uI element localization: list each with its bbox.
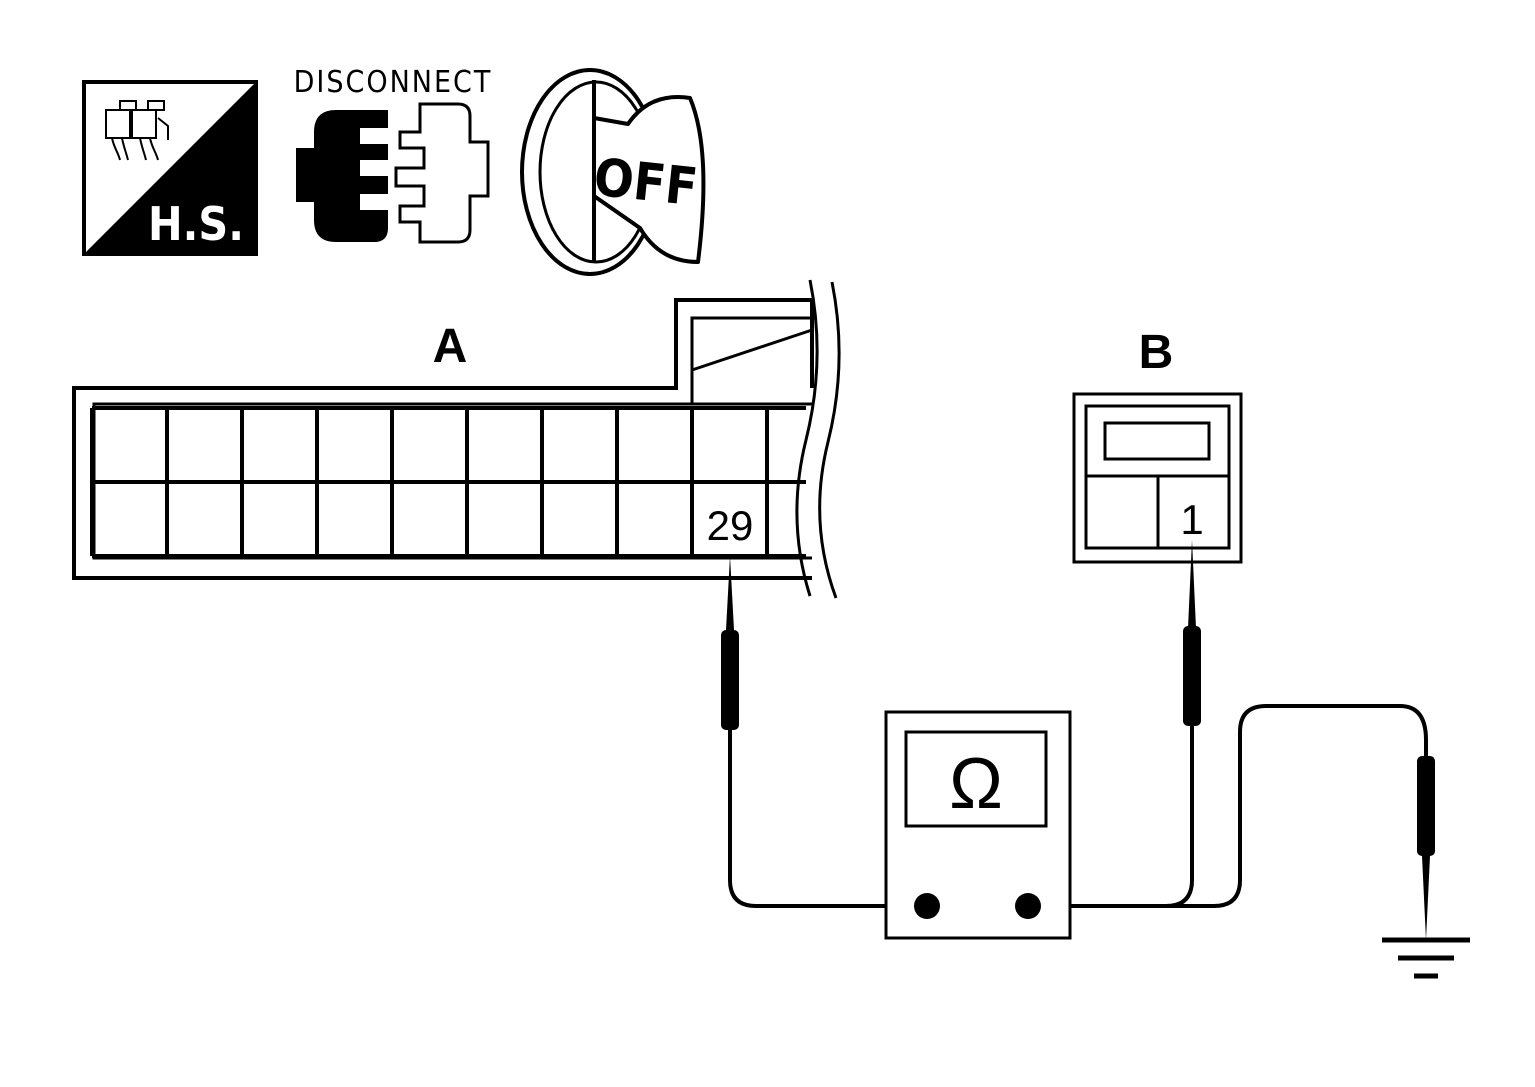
test-leads — [728, 704, 1428, 908]
disconnect-label: DISCONNECT — [294, 65, 493, 100]
probe-a — [721, 556, 739, 730]
ground-lead-wire — [1036, 704, 1428, 908]
terminal-29-label: 29 — [707, 502, 754, 549]
connector-b-label: B — [1139, 326, 1174, 379]
ohmmeter-icon: Ω — [884, 710, 1072, 940]
connector-a: A 29 — [72, 279, 1000, 600]
connector-a-label: A — [433, 320, 468, 373]
ground-probe — [1417, 756, 1435, 940]
ignition-key-off-icon: OFF — [520, 68, 706, 276]
hs-label: H.S. — [148, 197, 244, 251]
ground-icon — [1382, 937, 1470, 979]
harness-connector-icon: H.S. — [82, 80, 258, 256]
disconnect-connector-icon: DISCONNECT — [294, 65, 493, 244]
lead-a-wire — [728, 730, 920, 908]
probe-b — [1183, 540, 1201, 726]
ohm-symbol: Ω — [949, 744, 1003, 824]
terminal-1-label: 1 — [1180, 496, 1203, 543]
meter-terminal-left — [914, 893, 940, 919]
terminal-grid — [90, 406, 806, 558]
connector-b: B 1 — [1072, 326, 1243, 564]
meter-terminal-right — [1015, 893, 1041, 919]
off-label: OFF — [591, 148, 700, 219]
